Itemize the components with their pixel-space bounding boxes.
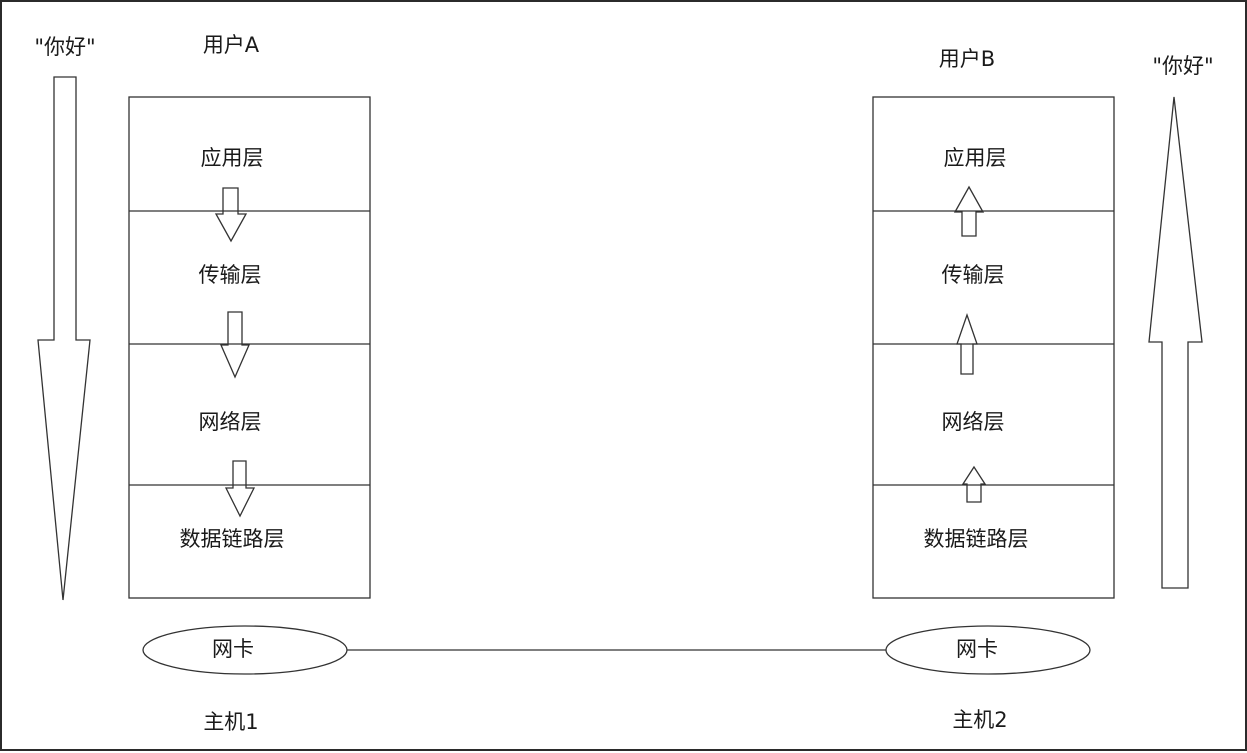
host-b-layer-transport: 传输层 — [941, 263, 1005, 287]
message-left-label: "你好" — [34, 35, 96, 59]
message-right-label: "你好" — [1152, 54, 1214, 78]
host-a-layer-application: 应用层 — [200, 146, 264, 170]
host-b-arrow-1 — [953, 185, 985, 237]
host-a-host-label: 主机1 — [203, 710, 259, 734]
host-b-stack — [872, 96, 1115, 599]
host-a-stack — [128, 96, 371, 599]
big-down-arrow — [37, 76, 91, 601]
host-a-arrow-2 — [220, 311, 250, 379]
host-a-arrow-3 — [224, 460, 256, 518]
host-a-nic-label: 网卡 — [212, 637, 254, 661]
host-b-user-label: 用户B — [938, 47, 996, 71]
host-a-layer-network: 网络层 — [198, 410, 262, 434]
host-b-arrow-2 — [956, 313, 978, 375]
host-b-layer-network: 网络层 — [941, 410, 1005, 434]
host-a-layer-transport: 传输层 — [198, 263, 262, 287]
host-b-host-label: 主机2 — [952, 708, 1008, 732]
host-a-user-label: 用户A — [202, 33, 260, 57]
host-a-arrow-1 — [214, 187, 248, 243]
host-b-layer-datalink: 数据链路层 — [923, 527, 1029, 551]
host-b-arrow-3 — [961, 465, 987, 503]
host-b-nic-label: 网卡 — [956, 637, 998, 661]
big-up-arrow — [1148, 96, 1203, 589]
host-a-layer-datalink: 数据链路层 — [179, 527, 285, 551]
host-b-layer-application: 应用层 — [943, 146, 1007, 170]
